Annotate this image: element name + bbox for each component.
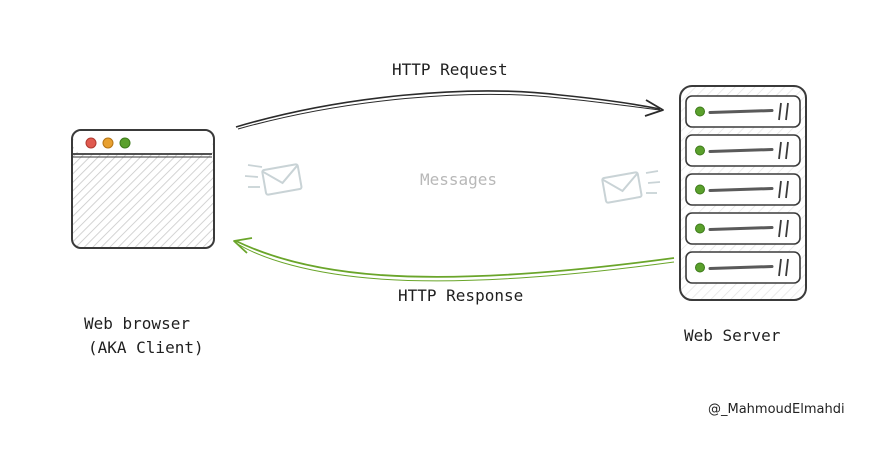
author-credit: @_MahmoudElmahdi	[708, 402, 845, 417]
request-arrow	[235, 90, 664, 130]
status-led-icon	[695, 262, 705, 273]
minimize-dot-icon	[102, 137, 114, 149]
server-unit	[685, 251, 801, 284]
close-dot-icon	[85, 137, 97, 149]
client-label-line2: (AKA Client)	[88, 338, 204, 357]
messages-label: Messages	[420, 170, 498, 189]
server-unit	[685, 95, 801, 128]
response-arrow	[233, 237, 675, 282]
client-label-line1: Web browser	[84, 314, 190, 333]
status-led-icon	[695, 106, 705, 117]
status-led-icon	[695, 184, 705, 195]
envelope-icon	[244, 163, 303, 196]
request-label: HTTP Request	[392, 60, 508, 79]
maximize-dot-icon	[119, 137, 131, 149]
server-unit	[685, 173, 801, 206]
server-unit	[685, 212, 801, 245]
server-unit	[685, 134, 801, 167]
server-rack-icon	[679, 85, 807, 301]
envelope-icon	[601, 170, 661, 204]
status-led-icon	[695, 145, 705, 156]
response-label: HTTP Response	[398, 286, 524, 305]
status-led-icon	[695, 223, 705, 234]
browser-window-icon	[71, 129, 215, 249]
server-label: Web Server	[684, 326, 781, 345]
